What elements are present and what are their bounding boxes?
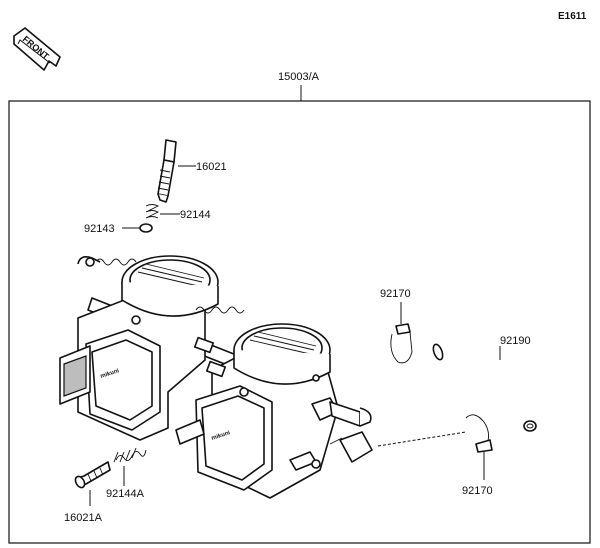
label-screw-top: 16021: [196, 161, 227, 173]
washer-icon: [139, 223, 153, 233]
label-clamp-bottom: 92170: [462, 485, 493, 497]
label-washer: 92143: [84, 223, 115, 235]
label-clamp-top: 92170: [380, 288, 411, 300]
spring-icon: [145, 204, 160, 219]
label-hose: 92190: [500, 335, 531, 347]
front-arrow-icon: FRONT: [13, 27, 61, 71]
label-spring-bottom: 92144A: [106, 488, 145, 500]
label-screw-bottom: 16021A: [64, 512, 103, 524]
assembly-frame: [8, 100, 591, 544]
spring-icon: [113, 447, 147, 463]
clamp-icon: [465, 414, 493, 453]
clamp-icon: [390, 323, 413, 364]
hose-icon: [432, 337, 554, 434]
carburetor-assembly-icon: mikuni mikuni: [59, 255, 373, 499]
screw-icon: [74, 461, 111, 489]
svg-text:mikuni: mikuni: [211, 430, 232, 442]
label-spring-top: 92144: [180, 209, 211, 221]
screw-icon: [157, 139, 177, 203]
leader-clamp-bottom-dashed: [377, 431, 467, 447]
assembly-part-number: 15003/A: [278, 71, 320, 83]
svg-text:mikuni: mikuni: [100, 368, 121, 380]
page-code: E1611: [558, 11, 587, 22]
